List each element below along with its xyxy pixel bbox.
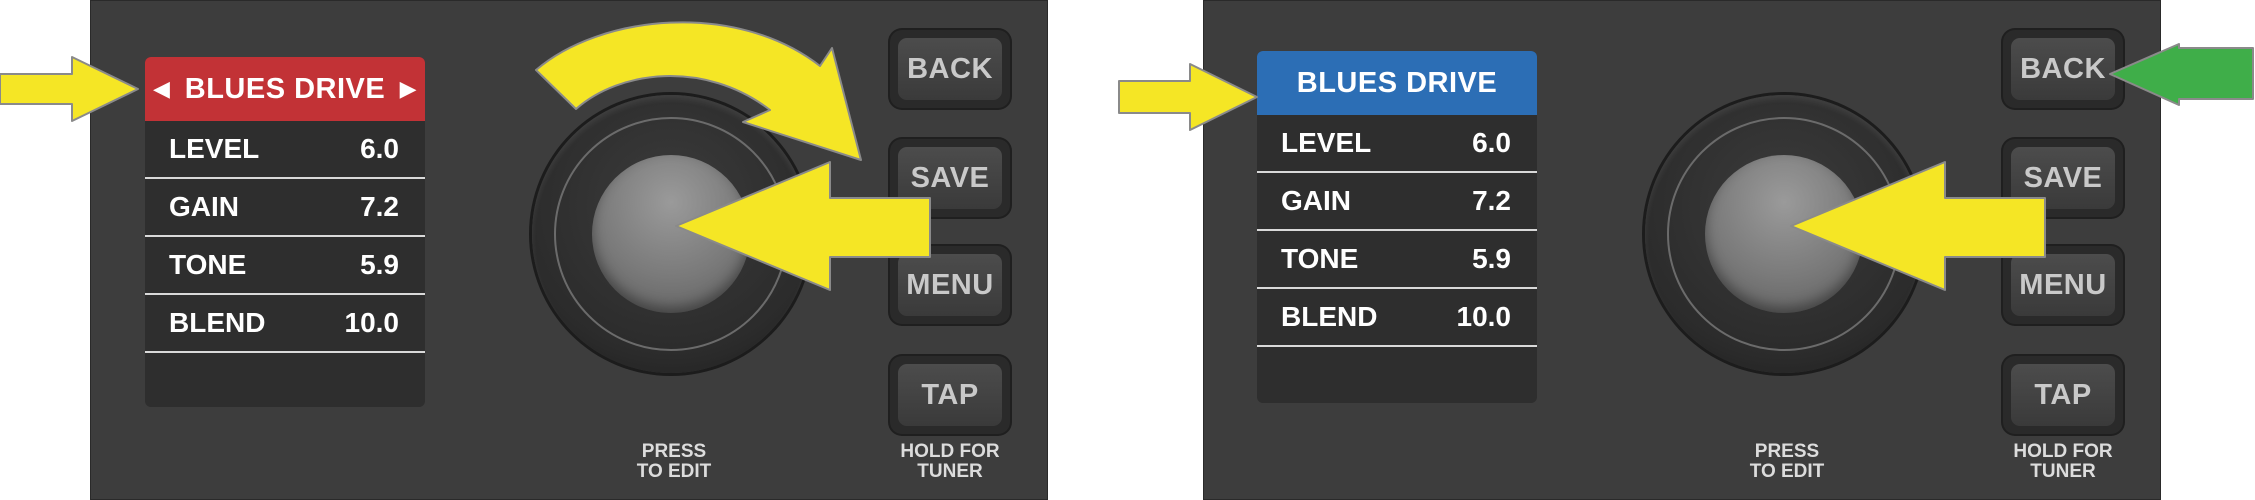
back-button[interactable]: BACK — [2003, 30, 2123, 108]
back-button-label: BACK — [898, 38, 1002, 100]
param-label: LEVEL — [1281, 127, 1372, 158]
menu-button[interactable]: MENU — [2003, 246, 2123, 324]
param-value: 7.2 — [360, 191, 399, 222]
prev-arrow-icon: ◀ — [153, 76, 171, 101]
menu-button-label: MENU — [2011, 254, 2115, 316]
tap-caption-line: HOLD FOR — [2013, 441, 2113, 462]
tap-caption-line: TUNER — [2030, 461, 2096, 482]
param-row-blend[interactable]: BLEND 10.0 — [1257, 289, 1537, 347]
param-row-gain[interactable]: GAIN 7.2 — [1257, 173, 1537, 231]
save-button-label: SAVE — [2011, 147, 2115, 209]
knob-caption: PRESS TO EDIT — [1707, 442, 1867, 482]
param-row-level[interactable]: LEVEL 6.0 — [145, 121, 425, 179]
left-panel: ◀ BLUES DRIVE ▶ LEVEL 6.0 GAIN 7.2 TONE … — [90, 0, 1048, 500]
knob-cap[interactable] — [1705, 155, 1863, 313]
param-label: TONE — [1281, 243, 1359, 274]
param-value: 6.0 — [360, 133, 399, 164]
param-label: TONE — [169, 249, 247, 280]
param-label: BLEND — [1281, 301, 1378, 332]
save-button[interactable]: SAVE — [890, 139, 1010, 217]
param-row-gain[interactable]: GAIN 7.2 — [145, 179, 425, 237]
param-value: 10.0 — [344, 307, 400, 338]
encoder-knob[interactable] — [1645, 95, 1923, 373]
save-button[interactable]: SAVE — [2003, 139, 2123, 217]
knob-caption-line: PRESS — [641, 441, 707, 462]
param-label: BLEND — [169, 307, 266, 338]
param-value: 10.0 — [1456, 301, 1512, 332]
encoder-knob[interactable] — [532, 95, 810, 373]
preset-header-edit[interactable]: BLUES DRIVE — [1257, 51, 1537, 115]
tap-button[interactable]: TAP — [2003, 356, 2123, 434]
save-button-label: SAVE — [898, 147, 1002, 209]
lcd-screen: BLUES DRIVE LEVEL 6.0 GAIN 7.2 TONE 5.9 … — [1257, 51, 1537, 403]
param-value: 7.2 — [1472, 185, 1511, 216]
right-panel: BLUES DRIVE LEVEL 6.0 GAIN 7.2 TONE 5.9 … — [1203, 0, 2161, 500]
param-value: 6.0 — [1472, 127, 1511, 158]
param-row-level[interactable]: LEVEL 6.0 — [1257, 115, 1537, 173]
param-label: GAIN — [1281, 185, 1351, 216]
param-label: LEVEL — [169, 133, 260, 164]
back-button-label: BACK — [2011, 38, 2115, 100]
param-row-tone[interactable]: TONE 5.9 — [1257, 231, 1537, 289]
knob-cap[interactable] — [592, 155, 750, 313]
tap-button-label: TAP — [2011, 364, 2115, 426]
param-row-tone[interactable]: TONE 5.9 — [145, 237, 425, 295]
menu-button-label: MENU — [898, 254, 1002, 316]
tap-caption-line: HOLD FOR — [900, 441, 1000, 462]
back-button[interactable]: BACK — [890, 30, 1010, 108]
knob-caption-line: TO EDIT — [636, 461, 712, 482]
menu-button[interactable]: MENU — [890, 246, 1010, 324]
preset-header-selected[interactable]: ◀ BLUES DRIVE ▶ — [145, 57, 425, 121]
param-label: GAIN — [169, 191, 239, 222]
tap-caption-line: TUNER — [917, 461, 983, 482]
param-value: 5.9 — [360, 249, 399, 280]
tap-button-label: TAP — [898, 364, 1002, 426]
lcd-screen: ◀ BLUES DRIVE ▶ LEVEL 6.0 GAIN 7.2 TONE … — [145, 57, 425, 407]
tap-button[interactable]: TAP — [890, 356, 1010, 434]
tap-caption: HOLD FOR TUNER — [1983, 442, 2143, 482]
param-value: 5.9 — [1472, 243, 1511, 274]
knob-caption: PRESS TO EDIT — [594, 442, 754, 482]
next-arrow-icon: ▶ — [399, 76, 417, 101]
tap-caption: HOLD FOR TUNER — [870, 442, 1030, 482]
param-row-blend[interactable]: BLEND 10.0 — [145, 295, 425, 353]
preset-title: BLUES DRIVE — [1296, 66, 1498, 99]
knob-caption-line: TO EDIT — [1749, 461, 1825, 482]
preset-title: BLUES DRIVE — [184, 72, 386, 105]
knob-caption-line: PRESS — [1754, 441, 1820, 462]
